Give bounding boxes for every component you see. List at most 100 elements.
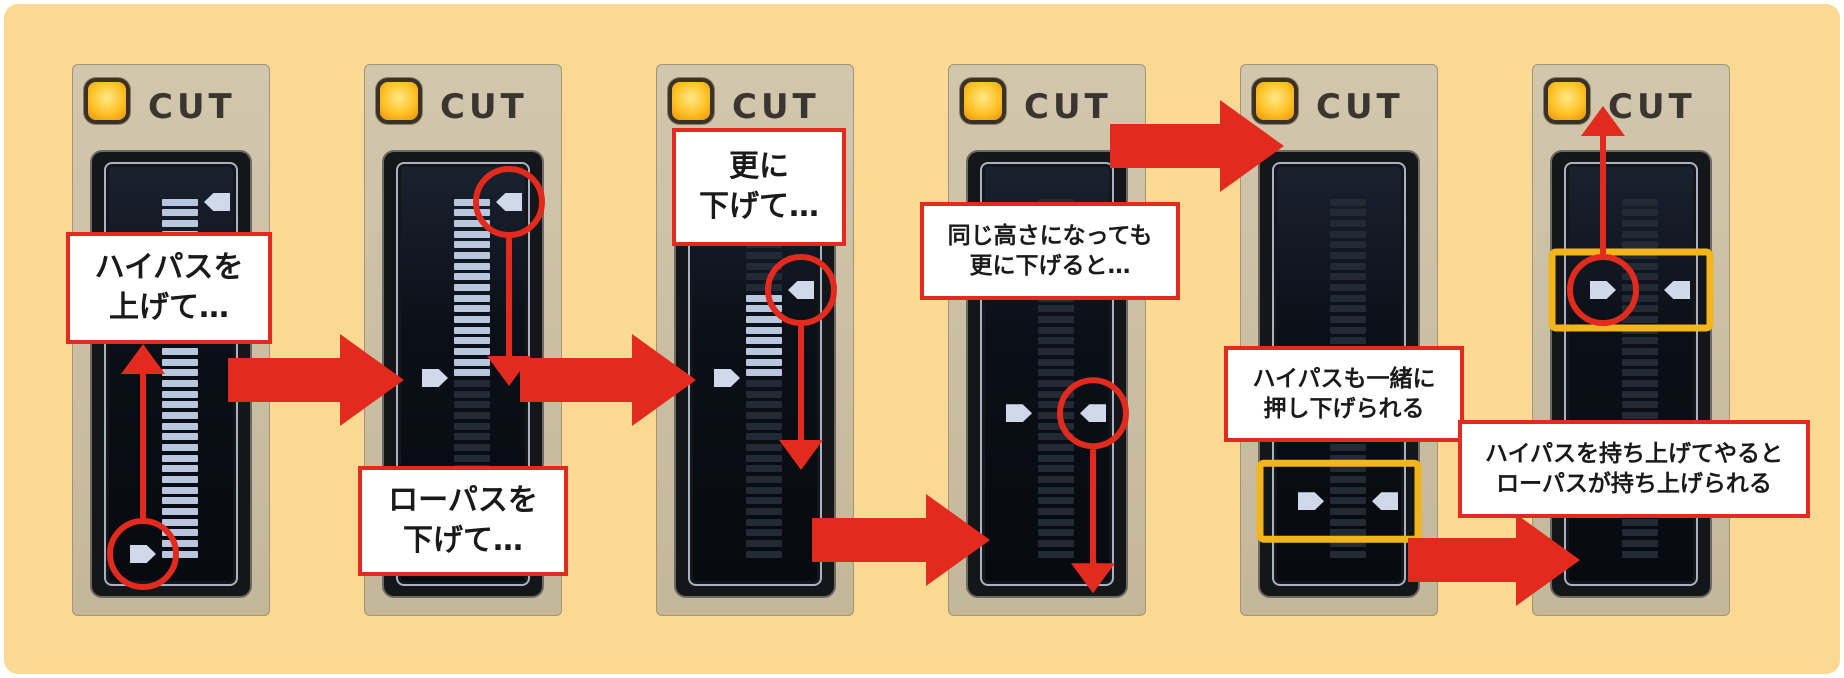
filter-bar-segment-lit xyxy=(454,358,490,366)
filter-bar-segment-lit xyxy=(454,230,490,238)
filter-bar-segment xyxy=(454,443,490,451)
highpass-handle[interactable] xyxy=(130,545,156,563)
filter-bar-segment-lit xyxy=(162,422,198,430)
step-callout: 同じ高さになっても更に下げると… xyxy=(920,202,1180,300)
filter-bar-segment-lit xyxy=(746,369,782,377)
filter-bar-segment xyxy=(1038,326,1074,334)
filter-bar-segment xyxy=(1038,550,1074,558)
filter-bar-segment-lit xyxy=(746,326,782,334)
cut-led-button[interactable] xyxy=(672,82,710,120)
filter-bar-segment-lit xyxy=(746,315,782,323)
filter-bar-segment xyxy=(1038,358,1074,366)
filter-bar-segment xyxy=(1330,294,1366,302)
filter-bar-segment-lit xyxy=(454,337,490,345)
filter-bar-segment-lit xyxy=(454,198,490,206)
filter-bar-segment xyxy=(746,411,782,419)
filter-bar-segment xyxy=(1622,539,1658,547)
lowpass-handle[interactable] xyxy=(1080,404,1106,423)
filter-bar-segment xyxy=(746,454,782,462)
filter-bar-segment xyxy=(746,550,782,558)
callout-line: ハイパスを xyxy=(94,250,244,286)
filter-bar-segment xyxy=(454,422,490,430)
filter-bar-segment xyxy=(1622,209,1658,217)
filter-bar-segment xyxy=(746,379,782,387)
cut-label: CUT xyxy=(1608,87,1696,127)
filter-bar-segment xyxy=(1622,305,1658,313)
callout-line: 更に下げると… xyxy=(969,253,1131,279)
callout-line: 下げて… xyxy=(699,189,819,224)
filter-bar-segment-lit xyxy=(162,369,198,377)
step-arrow-4-5 xyxy=(1110,100,1284,192)
cut-panel: CUT xyxy=(1532,64,1730,616)
lowpass-handle[interactable] xyxy=(788,281,814,299)
filter-bar-segment-lit xyxy=(162,379,198,387)
lowpass-handle[interactable] xyxy=(496,193,522,211)
handles-pair-highlight-box xyxy=(1256,459,1422,543)
lowpass-handle[interactable] xyxy=(1664,281,1690,299)
filter-bar-segment xyxy=(1038,411,1074,419)
cut-led-button[interactable] xyxy=(1548,82,1586,120)
filter-bar-segment-lit xyxy=(454,251,490,259)
filter-bar-segment xyxy=(1330,465,1366,473)
lowpass-handle[interactable] xyxy=(1372,492,1398,511)
filter-bar-segment-lit xyxy=(162,486,198,494)
callout-line: ハイパスを持ち上げてやると xyxy=(1484,440,1784,467)
highpass-handle[interactable] xyxy=(714,369,740,387)
step-arrow-5-6 xyxy=(1408,514,1580,606)
highpass-handle[interactable] xyxy=(1298,492,1324,511)
lowpass-highlight-circle xyxy=(473,166,545,238)
filter-bar-segment xyxy=(454,401,490,409)
lowpass-handle[interactable] xyxy=(204,193,230,211)
filter-bar-segment xyxy=(1330,550,1366,558)
filter-bar-segment xyxy=(1038,390,1074,398)
highpass-handle[interactable] xyxy=(422,369,448,387)
filter-bar-segment xyxy=(1622,358,1658,366)
highpass-highlight-circle xyxy=(1567,254,1639,326)
cut-led-button[interactable] xyxy=(380,82,418,120)
filter-bar-segment xyxy=(1622,379,1658,387)
callout-line: 上げて… xyxy=(109,290,229,325)
filter-bar-segment xyxy=(1038,379,1074,387)
filter-bar-segment xyxy=(1038,347,1074,355)
lowpass-highlight-circle xyxy=(765,254,837,326)
filter-bar-segment-lit xyxy=(162,401,198,409)
filter-bar-segment-lit xyxy=(162,518,198,526)
cut-led-button[interactable] xyxy=(1256,82,1294,120)
filter-bar-segment xyxy=(1622,337,1658,345)
filter-bar-segment-lit xyxy=(162,411,198,419)
highpass-handle[interactable] xyxy=(1590,281,1616,299)
filter-bar-segment xyxy=(746,433,782,441)
callout-line: 更に xyxy=(729,149,789,185)
filter-bar-segment xyxy=(746,518,782,526)
filter-bar-segment-lit xyxy=(162,507,198,515)
filter-bar-segment-lit xyxy=(454,209,490,217)
filter-bar-segment xyxy=(1330,251,1366,259)
cut-led-button[interactable] xyxy=(964,82,1002,120)
filter-bar-segment xyxy=(746,401,782,409)
filter-bar-segment xyxy=(1330,454,1366,462)
filter-bar-segment xyxy=(746,262,782,270)
cut-led-button[interactable] xyxy=(88,82,126,120)
highpass-handle[interactable] xyxy=(1006,404,1032,423)
filter-bar-segment xyxy=(746,283,782,291)
filter-bar-segment xyxy=(1038,465,1074,473)
filter-bar-segment xyxy=(746,422,782,430)
filter-bar-segment-lit xyxy=(162,550,198,558)
step-callout: ローパスを下げて… xyxy=(358,466,568,576)
filter-bar-segment-lit xyxy=(454,347,490,355)
step-arrow-2-3 xyxy=(520,334,696,426)
filter-bar-segment-lit xyxy=(162,529,198,537)
filter-bar-segment-lit xyxy=(162,539,198,547)
filter-bar-segment-lit xyxy=(162,465,198,473)
filter-bar-segment xyxy=(746,486,782,494)
filter-bar-segment xyxy=(1330,315,1366,323)
filter-bar-segment-lit xyxy=(454,369,490,377)
filter-bar-segment xyxy=(1330,273,1366,281)
filter-bar-segment-lit xyxy=(454,273,490,281)
filter-bar-segment xyxy=(1622,219,1658,227)
filter-bar-segment xyxy=(1622,294,1658,302)
filter-bar-segment-lit xyxy=(162,443,198,451)
filter-bar-segment-lit xyxy=(454,219,490,227)
filter-bar-segment xyxy=(1038,518,1074,526)
